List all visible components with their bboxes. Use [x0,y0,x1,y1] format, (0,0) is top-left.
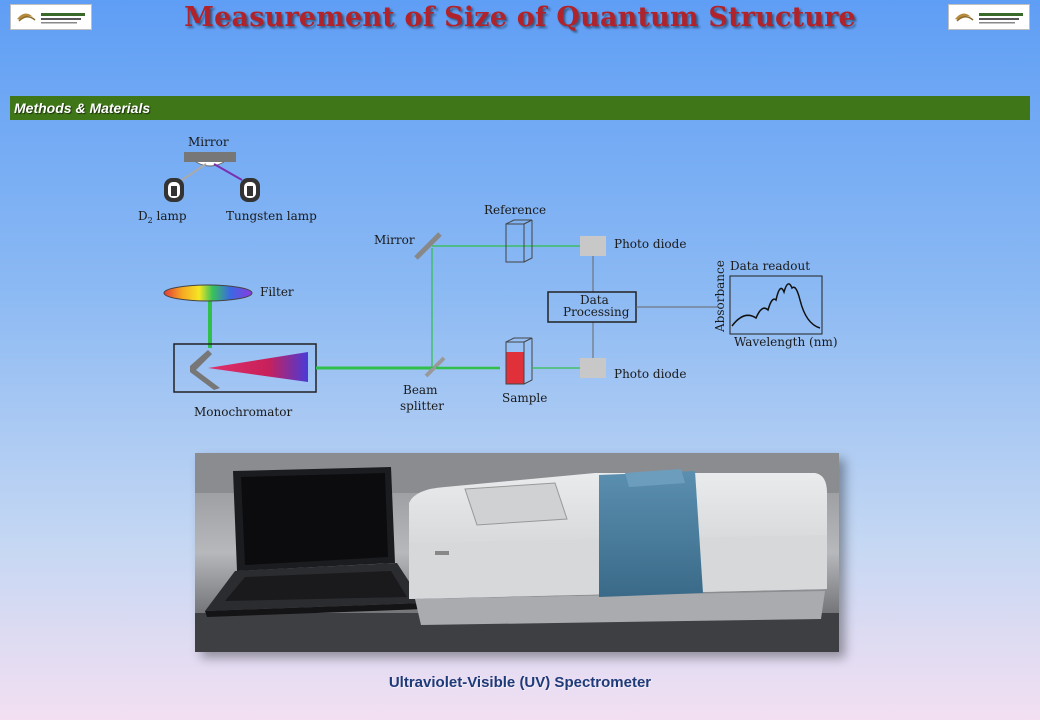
mirror-top [184,152,236,162]
spectrometer-photo [195,453,839,652]
absorbance-curve [731,283,821,329]
d2-lamp-label: D2 lamp [138,209,187,225]
mirror-mid-label: Mirror [374,233,415,247]
absorbance-label: Absorbance [713,260,727,333]
university-logo-left [10,4,92,30]
sample-label: Sample [502,391,547,405]
photo-diode-bottom-label: Photo diode [614,367,686,381]
reference-cuvette [505,219,533,263]
photo-diode-top-label: Photo diode [614,237,686,251]
monochromator-prism [208,352,308,382]
mirror-top-label: Mirror [188,135,229,149]
section-header-label: Methods & Materials [14,100,151,116]
section-header-bar: Methods & Materials [10,96,1030,120]
processing-label: Processing [563,305,630,319]
filter-label: Filter [260,285,294,299]
monochromator-label: Monochromator [194,405,292,419]
page-title: Measurement of Size of Quantum Structure [184,2,856,33]
beam-splitter [424,356,446,378]
photo-diode-bottom [580,358,606,378]
data-label: Data [580,293,609,307]
figure-caption: Ultraviolet-Visible (UV) Spectrometer [388,674,652,691]
reference-label: Reference [484,203,546,217]
wavelength-label: Wavelength (nm) [734,335,838,349]
mirror-mid [414,232,442,260]
tungsten-lamp [240,178,260,202]
university-logo-right [948,4,1030,30]
beam-splitter-label-1: Beam [403,383,438,397]
sample-cuvette [505,337,533,385]
data-readout-plot [729,275,823,335]
beam-splitter-label-2: splitter [400,399,444,413]
photo-diode-top [580,236,606,256]
uv-vis-spectrometer-diagram: Mirror D2 lamp Tungsten lamp Filter Mono… [138,135,838,419]
d2-lamp [164,178,184,202]
spectrometer-instrument [409,469,827,625]
tungsten-lamp-label: Tungsten lamp [226,209,317,223]
laptop [205,467,425,617]
filter-disc [163,284,253,302]
data-readout-label: Data readout [730,259,810,273]
